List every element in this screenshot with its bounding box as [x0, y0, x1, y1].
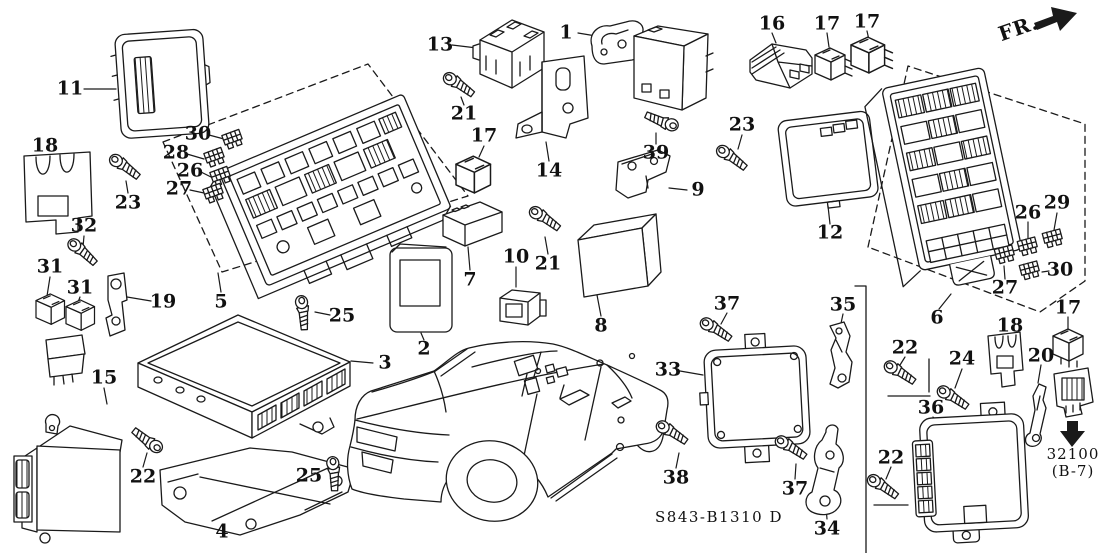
part-12-control-unit	[777, 110, 879, 209]
car-illustration	[346, 341, 669, 522]
divider-and-tick-lines	[854, 285, 931, 553]
part-callout-28[interactable]: 28	[162, 141, 190, 164]
part-11-control-unit	[110, 28, 211, 139]
part-callout-14[interactable]: 14	[535, 159, 563, 182]
part-callout-13[interactable]: 13	[426, 33, 454, 56]
part-callout-31[interactable]: 31	[66, 276, 94, 299]
part-callout-37[interactable]: 37	[713, 292, 741, 315]
part-callout-27[interactable]: 27	[991, 276, 1019, 299]
part-13-relay	[472, 19, 545, 89]
part-callout-32[interactable]: 32	[70, 214, 98, 237]
part-callout-18[interactable]: 18	[996, 314, 1024, 337]
part-6-fuse-box	[864, 67, 1022, 288]
part-36-control-unit	[911, 401, 1029, 544]
part-18-bracket	[23, 151, 93, 235]
part-14-bracket	[515, 55, 589, 139]
part-callout-18[interactable]: 18	[31, 134, 59, 157]
part-callout-27[interactable]: 27	[165, 177, 193, 200]
part-callout-37[interactable]: 37	[781, 477, 809, 500]
part-callout-19[interactable]: 19	[149, 290, 177, 313]
part-callout-35[interactable]: 35	[829, 293, 857, 316]
part-callout-31[interactable]: 31	[36, 255, 64, 278]
part-17-socket-connector	[1053, 367, 1094, 418]
part-callout-22[interactable]: 22	[877, 446, 905, 469]
part-callout-24[interactable]: 24	[948, 347, 976, 370]
part-8-control-unit	[577, 213, 662, 298]
part-callout-17[interactable]: 17	[1054, 296, 1082, 319]
part-callout-21[interactable]: 21	[450, 102, 478, 125]
part-35-bracket	[829, 321, 853, 389]
part-callout-25[interactable]: 25	[295, 464, 323, 487]
part-callout-15[interactable]: 15	[90, 366, 118, 389]
part-callout-30[interactable]: 30	[184, 122, 212, 145]
part-callout-17[interactable]: 17	[813, 12, 841, 35]
part-callout-5[interactable]: 5	[214, 290, 228, 313]
part-callout-10[interactable]: 10	[502, 245, 530, 268]
part-10-relay	[499, 289, 547, 326]
part-callout-39[interactable]: 39	[642, 141, 670, 164]
part-callout-26[interactable]: 26	[176, 159, 204, 182]
part-16-connector	[749, 43, 813, 89]
reference-arrow-icon	[1060, 421, 1085, 447]
part-callout-23[interactable]: 23	[728, 113, 756, 136]
part-callout-21[interactable]: 21	[534, 252, 562, 275]
part-callout-4[interactable]: 4	[215, 520, 229, 543]
part-17-relay-d	[1052, 328, 1084, 368]
part-callout-17[interactable]: 17	[853, 10, 881, 33]
part-callout-34[interactable]: 34	[813, 517, 841, 540]
part-callout-23[interactable]: 23	[114, 191, 142, 214]
part-15-control-unit	[13, 413, 123, 544]
part-callout-16[interactable]: 16	[758, 12, 786, 35]
part-3-engine-control-module	[137, 314, 351, 439]
part-callout-38[interactable]: 38	[662, 466, 690, 489]
part-callout-22[interactable]: 22	[891, 336, 919, 359]
part-callout-17[interactable]: 17	[470, 124, 498, 147]
blueprint-code: S843-B1310 D	[655, 508, 783, 526]
part-callout-30[interactable]: 30	[1046, 258, 1074, 281]
part-5-fuse-box	[210, 94, 452, 300]
part-callout-12[interactable]: 12	[816, 221, 844, 244]
part-callout-6[interactable]: 6	[930, 306, 944, 329]
part-callout-22[interactable]: 22	[129, 465, 157, 488]
part-17-relay-c	[850, 36, 894, 74]
part-callout-26[interactable]: 26	[1014, 201, 1042, 224]
part-callout-29[interactable]: 29	[1043, 191, 1071, 214]
part-callout-36[interactable]: 36	[917, 396, 945, 419]
part-callout-20[interactable]: 20	[1027, 344, 1055, 367]
part-19-bracket	[105, 272, 128, 337]
dashed-group-boundaries	[162, 63, 1086, 313]
part-callout-11[interactable]: 11	[56, 77, 84, 100]
part-20-bracket	[1024, 383, 1047, 447]
part-callout-2[interactable]: 2	[417, 337, 431, 360]
reference-part-code[interactable]: 32100	[1046, 445, 1100, 463]
part-callout-8[interactable]: 8	[594, 314, 608, 337]
part-callout-7[interactable]: 7	[463, 268, 477, 291]
reference-page[interactable]: (B-7)	[1051, 461, 1095, 480]
part-1-unit-and-bracket	[590, 20, 714, 111]
part-callout-3[interactable]: 3	[378, 351, 392, 374]
fr-arrow-icon	[1034, 7, 1077, 31]
reference-block: 32100 (B-7)	[1038, 446, 1108, 479]
part-callout-9[interactable]: 9	[691, 178, 705, 201]
part-18-bracket-right	[987, 331, 1024, 388]
car-component-location-marks	[513, 352, 636, 452]
part-33-control-unit	[699, 332, 811, 464]
part-callout-33[interactable]: 33	[654, 358, 682, 381]
part-callout-25[interactable]: 25	[328, 304, 356, 327]
part-34-bracket	[805, 424, 844, 516]
part-9-bracket	[615, 149, 671, 199]
part-2-module	[389, 243, 453, 333]
part-31-relays	[35, 293, 96, 386]
part-callout-1[interactable]: 1	[559, 21, 573, 44]
part-7-relay	[442, 201, 503, 247]
